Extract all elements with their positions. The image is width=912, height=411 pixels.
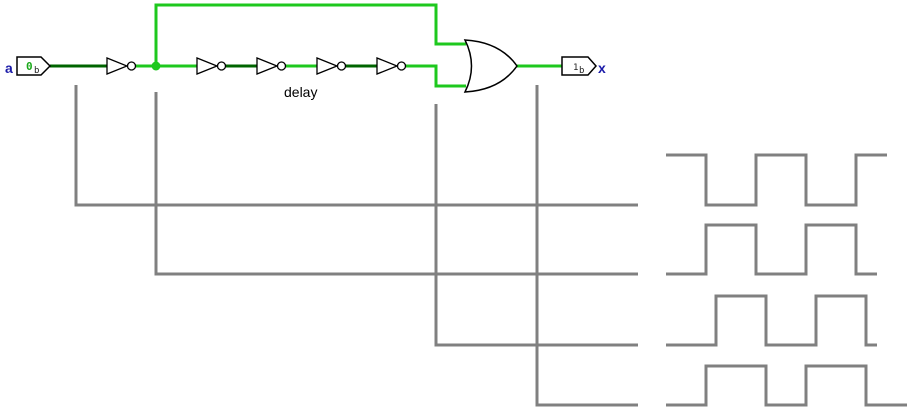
or-gate[interactable] — [463, 39, 518, 93]
waveform-x — [666, 364, 907, 407]
probe-line-x — [535, 85, 638, 407]
output-pin-value: 1 — [573, 63, 578, 73]
not-gate-5[interactable] — [376, 57, 407, 75]
wire-not5-out — [406, 64, 466, 88]
waveform-delayed — [666, 294, 877, 347]
not-gate-4[interactable] — [316, 57, 347, 75]
input-pin-value: 0 — [26, 60, 33, 73]
not-gate-3[interactable] — [256, 57, 287, 75]
input-pin[interactable]: 0 b — [16, 56, 52, 76]
not-gate-2[interactable] — [196, 57, 227, 75]
output-pin[interactable]: 1 b — [561, 56, 598, 76]
delay-label: delay — [284, 84, 317, 100]
input-pin-label: a — [5, 60, 13, 76]
output-pin-subscript: b — [579, 66, 584, 76]
junction-dot — [151, 61, 161, 71]
probe-line-not-a — [154, 92, 638, 276]
input-pin-subscript: b — [34, 66, 39, 76]
wire-bypass — [154, 3, 466, 66]
probe-line-a — [74, 85, 638, 207]
not-gate-1[interactable] — [106, 57, 137, 75]
probe-line-delayed — [434, 104, 638, 347]
waveform-a — [666, 153, 887, 207]
waveform-not-a — [666, 223, 877, 276]
output-pin-label: x — [598, 60, 606, 76]
